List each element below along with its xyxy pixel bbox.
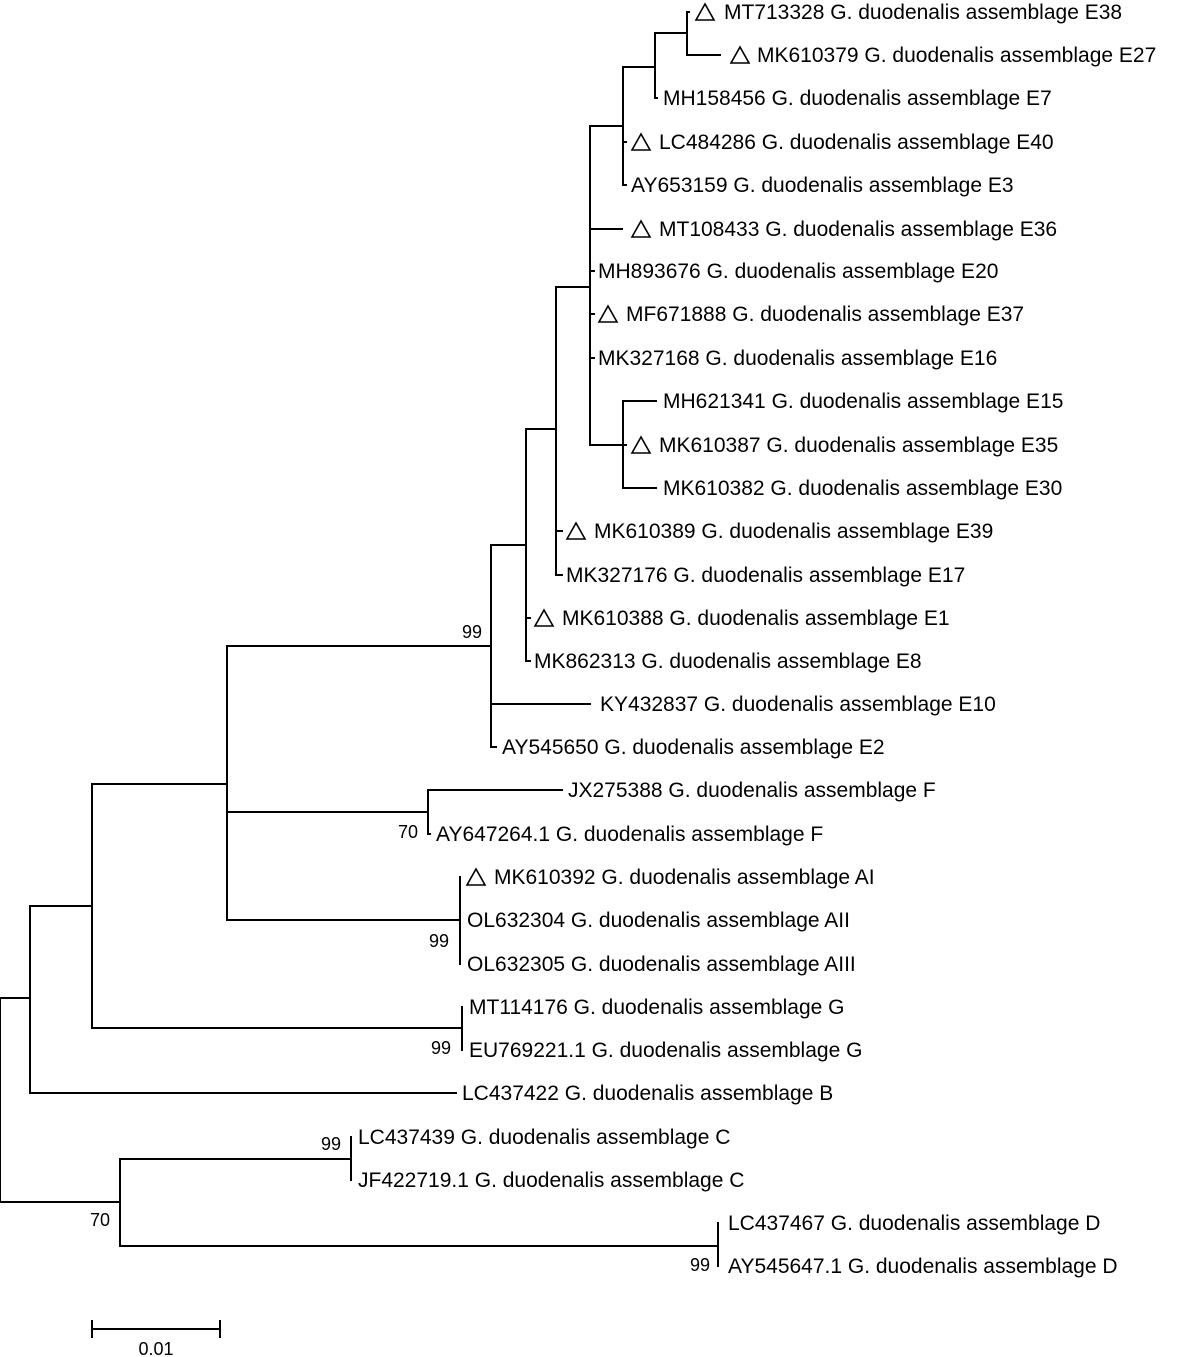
taxon-label: MK610379 G. duodenalis assemblage E27 xyxy=(757,44,1156,67)
taxon-label: LC484286 G. duodenalis assemblage E40 xyxy=(659,131,1054,154)
taxon-label: MK610382 G. duodenalis assemblage E30 xyxy=(663,477,1062,500)
taxon-label: MK610388 G. duodenalis assemblage E1 xyxy=(562,607,950,630)
taxon-label: MK610392 G. duodenalis assemblage AI xyxy=(494,866,875,889)
taxon-label: OL632305 G. duodenalis assemblage AIII xyxy=(467,953,856,976)
taxon-label: MH158456 G. duodenalis assemblage E7 xyxy=(663,87,1052,110)
triangle-icon xyxy=(630,219,652,238)
triangle-icon xyxy=(597,304,619,323)
taxon-label: AY653159 G. duodenalis assemblage E3 xyxy=(631,174,1014,197)
taxon-label: MK610387 G. duodenalis assemblage E35 xyxy=(659,434,1058,457)
taxon-label: LC437422 G. duodenalis assemblage B xyxy=(462,1082,833,1105)
taxon-label: AY647264.1 G. duodenalis assemblage F xyxy=(436,823,823,846)
triangle-icon xyxy=(533,608,555,627)
support-value: 99 xyxy=(429,931,449,951)
support-values: 99 70 99 99 99 70 99 xyxy=(90,622,710,1275)
taxon-label: LC437439 G. duodenalis assemblage C xyxy=(358,1126,730,1149)
support-value: 70 xyxy=(90,1210,110,1230)
support-value: 99 xyxy=(690,1255,710,1275)
support-value: 99 xyxy=(321,1134,341,1154)
taxon-label: KY432837 G. duodenalis assemblage E10 xyxy=(600,693,996,716)
taxon-label: OL632304 G. duodenalis assemblage AII xyxy=(467,909,850,932)
scale-bar: 0.01 xyxy=(91,1320,221,1357)
support-value: 99 xyxy=(462,622,482,642)
support-value: 70 xyxy=(398,822,418,842)
taxon-labels: MT713328 G. duodenalis assemblage E38 MK… xyxy=(358,1,1156,1278)
triangle-icon xyxy=(630,132,652,151)
triangle-icon xyxy=(465,867,487,886)
tree-branches xyxy=(0,11,721,1267)
taxon-label: MK610389 G. duodenalis assemblage E39 xyxy=(594,520,993,543)
triangle-icon xyxy=(630,435,652,454)
support-value: 99 xyxy=(431,1038,451,1058)
taxon-label: MF671888 G. duodenalis assemblage E37 xyxy=(626,303,1024,326)
taxon-label: MK327176 G. duodenalis assemblage E17 xyxy=(566,564,965,587)
taxon-label: LC437467 G. duodenalis assemblage D xyxy=(728,1212,1100,1235)
taxon-label: MK862313 G. duodenalis assemblage E8 xyxy=(534,650,922,673)
taxon-label: AY545647.1 G. duodenalis assemblage D xyxy=(728,1255,1118,1278)
taxon-label: MK327168 G. duodenalis assemblage E16 xyxy=(598,347,997,370)
triangle-icon xyxy=(729,45,751,64)
triangle-icon xyxy=(694,2,716,21)
taxon-label: EU769221.1 G. duodenalis assemblage G xyxy=(469,1039,862,1062)
taxon-label: MH893676 G. duodenalis assemblage E20 xyxy=(598,260,998,283)
taxon-label: AY545650 G. duodenalis assemblage E2 xyxy=(502,736,885,759)
scale-bar-label: 0.01 xyxy=(138,1339,173,1357)
taxon-label: MH621341 G. duodenalis assemblage E15 xyxy=(663,390,1063,413)
taxon-label: MT108433 G. duodenalis assemblage E36 xyxy=(659,218,1057,241)
taxon-label: MT713328 G. duodenalis assemblage E38 xyxy=(724,1,1122,24)
taxon-label: JX275388 G. duodenalis assemblage F xyxy=(568,779,936,802)
taxon-label: JF422719.1 G. duodenalis assemblage C xyxy=(358,1169,744,1192)
novel-sequence-markers xyxy=(465,2,751,886)
triangle-icon xyxy=(565,521,587,540)
taxon-label: MT114176 G. duodenalis assemblage G xyxy=(469,996,845,1019)
